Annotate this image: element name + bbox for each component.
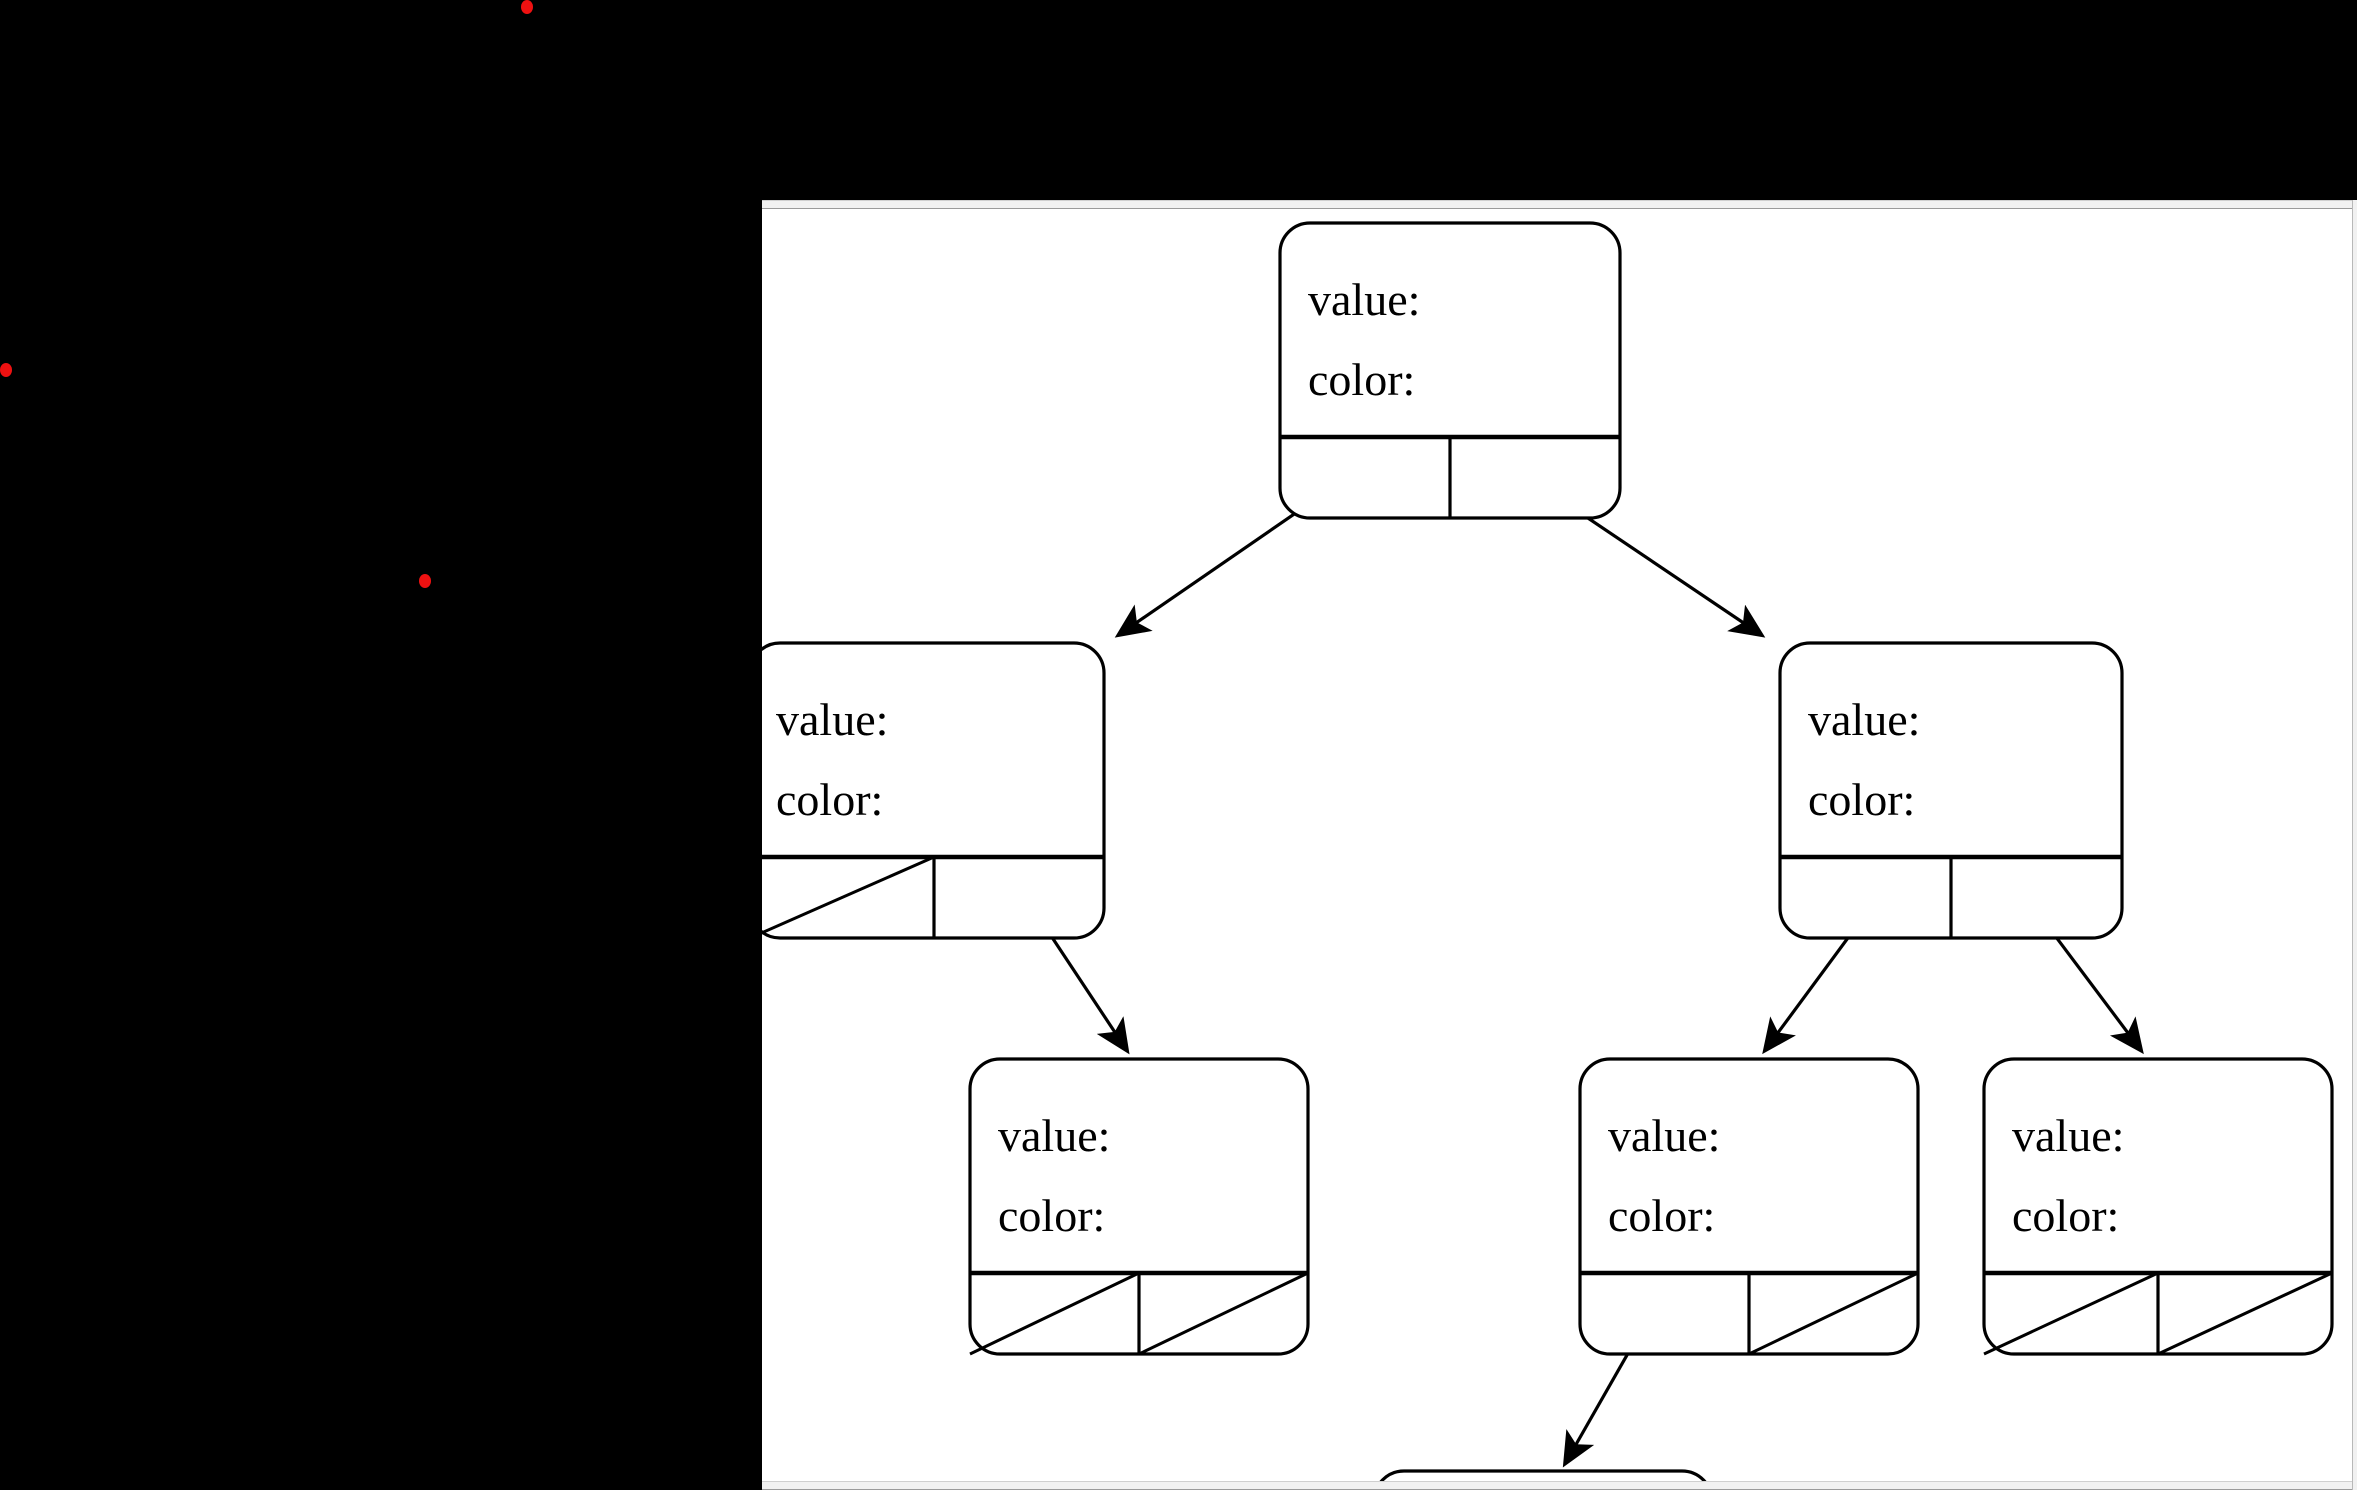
diagram-viewport[interactable]: value: color: value: color: xyxy=(762,200,2357,1490)
node-root-color-label: color: xyxy=(1308,354,1415,405)
binary-tree-graph: value: color: value: color: xyxy=(762,209,2357,1481)
tree-node-right-child[interactable]: value: color: xyxy=(1778,641,2124,940)
tree-node-root[interactable]: value: color: xyxy=(1278,221,1622,520)
node-left-child-value-label: value: xyxy=(776,694,888,745)
node-right-child-value-label: value: xyxy=(1808,694,1920,745)
marker-dot-top xyxy=(521,0,533,14)
node-inner-leaf-right-null-slash xyxy=(1748,1271,1919,1356)
node-left-leaf-right-null-slash xyxy=(1138,1271,1309,1356)
node-inner-leaf-color-label: color: xyxy=(1608,1190,1715,1241)
node-left-child-box[interactable] xyxy=(762,641,1106,940)
node-left-child-left-null-slash xyxy=(762,855,935,935)
node-inner-leaf-value-label: value: xyxy=(1608,1110,1720,1161)
node-left-child-color-label: color: xyxy=(776,774,883,825)
tree-node-left-leaf[interactable]: value: color: xyxy=(968,1057,1310,1356)
tree-node-left-child[interactable]: value: color: xyxy=(762,641,1106,940)
node-right-child-color-label: color: xyxy=(1808,774,1915,825)
marker-dot-middle xyxy=(419,574,431,588)
horizontal-scrollbar-top[interactable] xyxy=(762,200,2357,209)
marker-dot-left xyxy=(0,363,12,377)
tree-node-right-leaf[interactable]: value: color: xyxy=(1982,1057,2334,1356)
node-bottom-leaf-box[interactable] xyxy=(1374,1469,1712,1481)
node-right-leaf-value-label: value: xyxy=(2012,1110,2124,1161)
node-right-leaf-right-null-slash xyxy=(2157,1271,2333,1356)
node-right-leaf-left-null-slash xyxy=(1983,1271,2159,1356)
node-right-leaf-color-label: color: xyxy=(2012,1190,2119,1241)
vertical-scrollbar[interactable] xyxy=(2352,200,2357,1490)
tree-node-bottom-leaf[interactable]: value: color: xyxy=(1374,1469,1712,1481)
tree-node-inner-leaf[interactable]: value: color: xyxy=(1578,1057,1920,1356)
node-left-leaf-value-label: value: xyxy=(998,1110,1110,1161)
node-root-value-label: value: xyxy=(1308,274,1420,325)
node-left-leaf-color-label: color: xyxy=(998,1190,1105,1241)
node-left-leaf-left-null-slash xyxy=(969,1271,1140,1356)
horizontal-scrollbar-bottom[interactable] xyxy=(762,1481,2357,1490)
